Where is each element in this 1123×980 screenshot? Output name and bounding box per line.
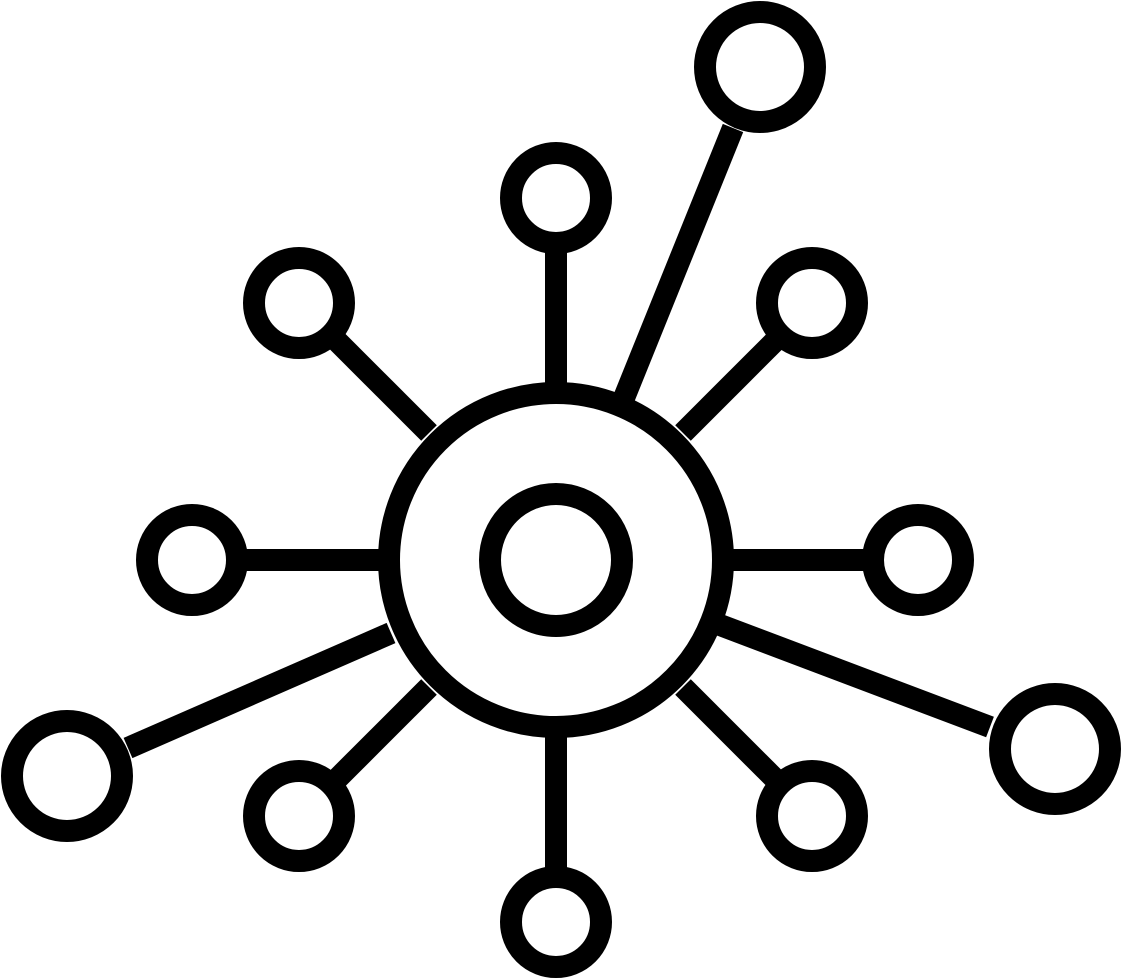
node-lower-left-large: [1, 710, 133, 842]
spoke-top-right-long: [613, 123, 744, 403]
hub-inner-ring: [479, 483, 633, 637]
hub-outer-ring: [378, 382, 734, 738]
node-top-right-large: [694, 1, 826, 133]
spoke-upper-left: [329, 333, 437, 441]
node-left: [136, 504, 248, 616]
node-top: [500, 142, 612, 254]
spoke-lower-right: [675, 679, 783, 787]
spoke-lower-left: [329, 679, 437, 787]
node-right: [862, 504, 974, 616]
spoke-lower-left-long: [123, 622, 396, 759]
spoke-upper-right: [675, 333, 783, 441]
node-lower-right: [756, 760, 868, 872]
node-lower-left: [243, 760, 355, 872]
node-upper-right: [756, 247, 868, 359]
node-bottom: [500, 866, 612, 978]
node-upper-left: [243, 247, 355, 359]
node-lower-right-large: [989, 683, 1121, 815]
spoke-lower-right-long: [716, 614, 994, 738]
